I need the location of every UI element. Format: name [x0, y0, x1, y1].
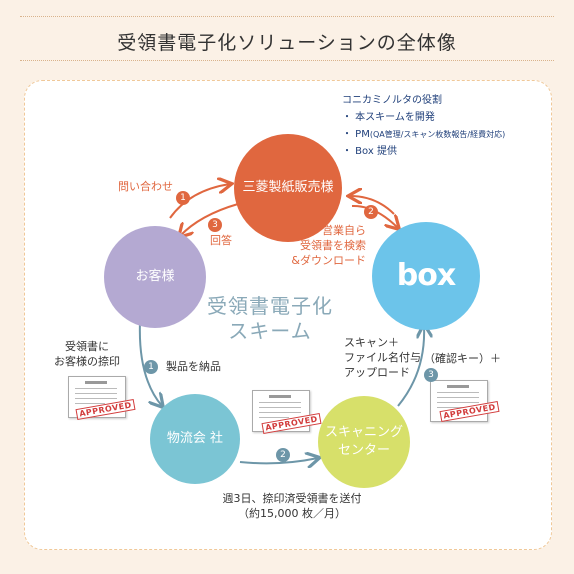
node-customer-label: お客様 — [135, 269, 175, 285]
step-number: 2 — [364, 205, 378, 219]
box-logo: box — [396, 257, 456, 293]
arrow-to-scanning — [239, 458, 318, 463]
node-scanning: スキャニング センター — [318, 396, 410, 488]
notes-item: ・ 本スキームを開発 — [342, 112, 435, 123]
step-number: 1 — [144, 360, 158, 374]
notes-heading: コニカミノルタの役割 — [342, 95, 442, 106]
label-confirm-key: （確認キー）＋ — [424, 352, 501, 365]
label-scan-upload: スキャン＋ ファイル名付与 アップロード — [344, 336, 421, 379]
node-mitsubishi: 三菱製紙販売様 — [234, 134, 342, 242]
step-number: 3 — [424, 368, 438, 382]
node-box: box — [372, 222, 480, 330]
arrow-inquiry — [169, 184, 230, 219]
step-number: 3 — [208, 218, 222, 232]
node-scanning-label: スキャニング センター — [324, 425, 403, 458]
notes-item: ・ Box 提供 — [342, 146, 397, 157]
notes-item: ・ PM(QA管理/スキャン枚数報告/経費対応) — [342, 129, 506, 140]
arrow-reply — [180, 203, 239, 236]
node-customer: お客様 — [104, 226, 206, 328]
label-inquiry: 問い合わせ — [118, 180, 173, 193]
node-logistics-label: 物流会 社 — [166, 431, 224, 447]
title-divider — [20, 60, 554, 61]
label-reply: 回答 — [210, 234, 232, 247]
scheme-center-label: 受領書電子化 スキーム — [207, 294, 333, 343]
arrow-upload — [397, 326, 424, 407]
step-number: 2 — [276, 448, 290, 462]
step-number: 1 — [176, 191, 190, 205]
top-divider — [20, 16, 554, 17]
konica-role-notes: コニカミノルタの役割 ・ 本スキームを開発 ・ PM(QA管理/スキャン枚数報告… — [342, 92, 505, 160]
label-delivery: 製品を納品 — [166, 360, 221, 373]
node-logistics: 物流会 社 — [150, 394, 240, 484]
label-customer-stamp: 受領書に お客様の捺印 — [54, 340, 120, 368]
node-mitsubishi-label: 三菱製紙販売様 — [242, 180, 334, 196]
label-weekly-send: 週3日、捺印済受領書を送付 （約15,000 枚／月） — [222, 492, 362, 520]
label-sales-search: 営業自ら 受領書を検索 &ダウンロード — [291, 224, 366, 267]
arrow-mitsubishi-to-box — [350, 196, 395, 215]
page-title: 受領書電子化ソリューションの全体像 — [117, 32, 457, 54]
